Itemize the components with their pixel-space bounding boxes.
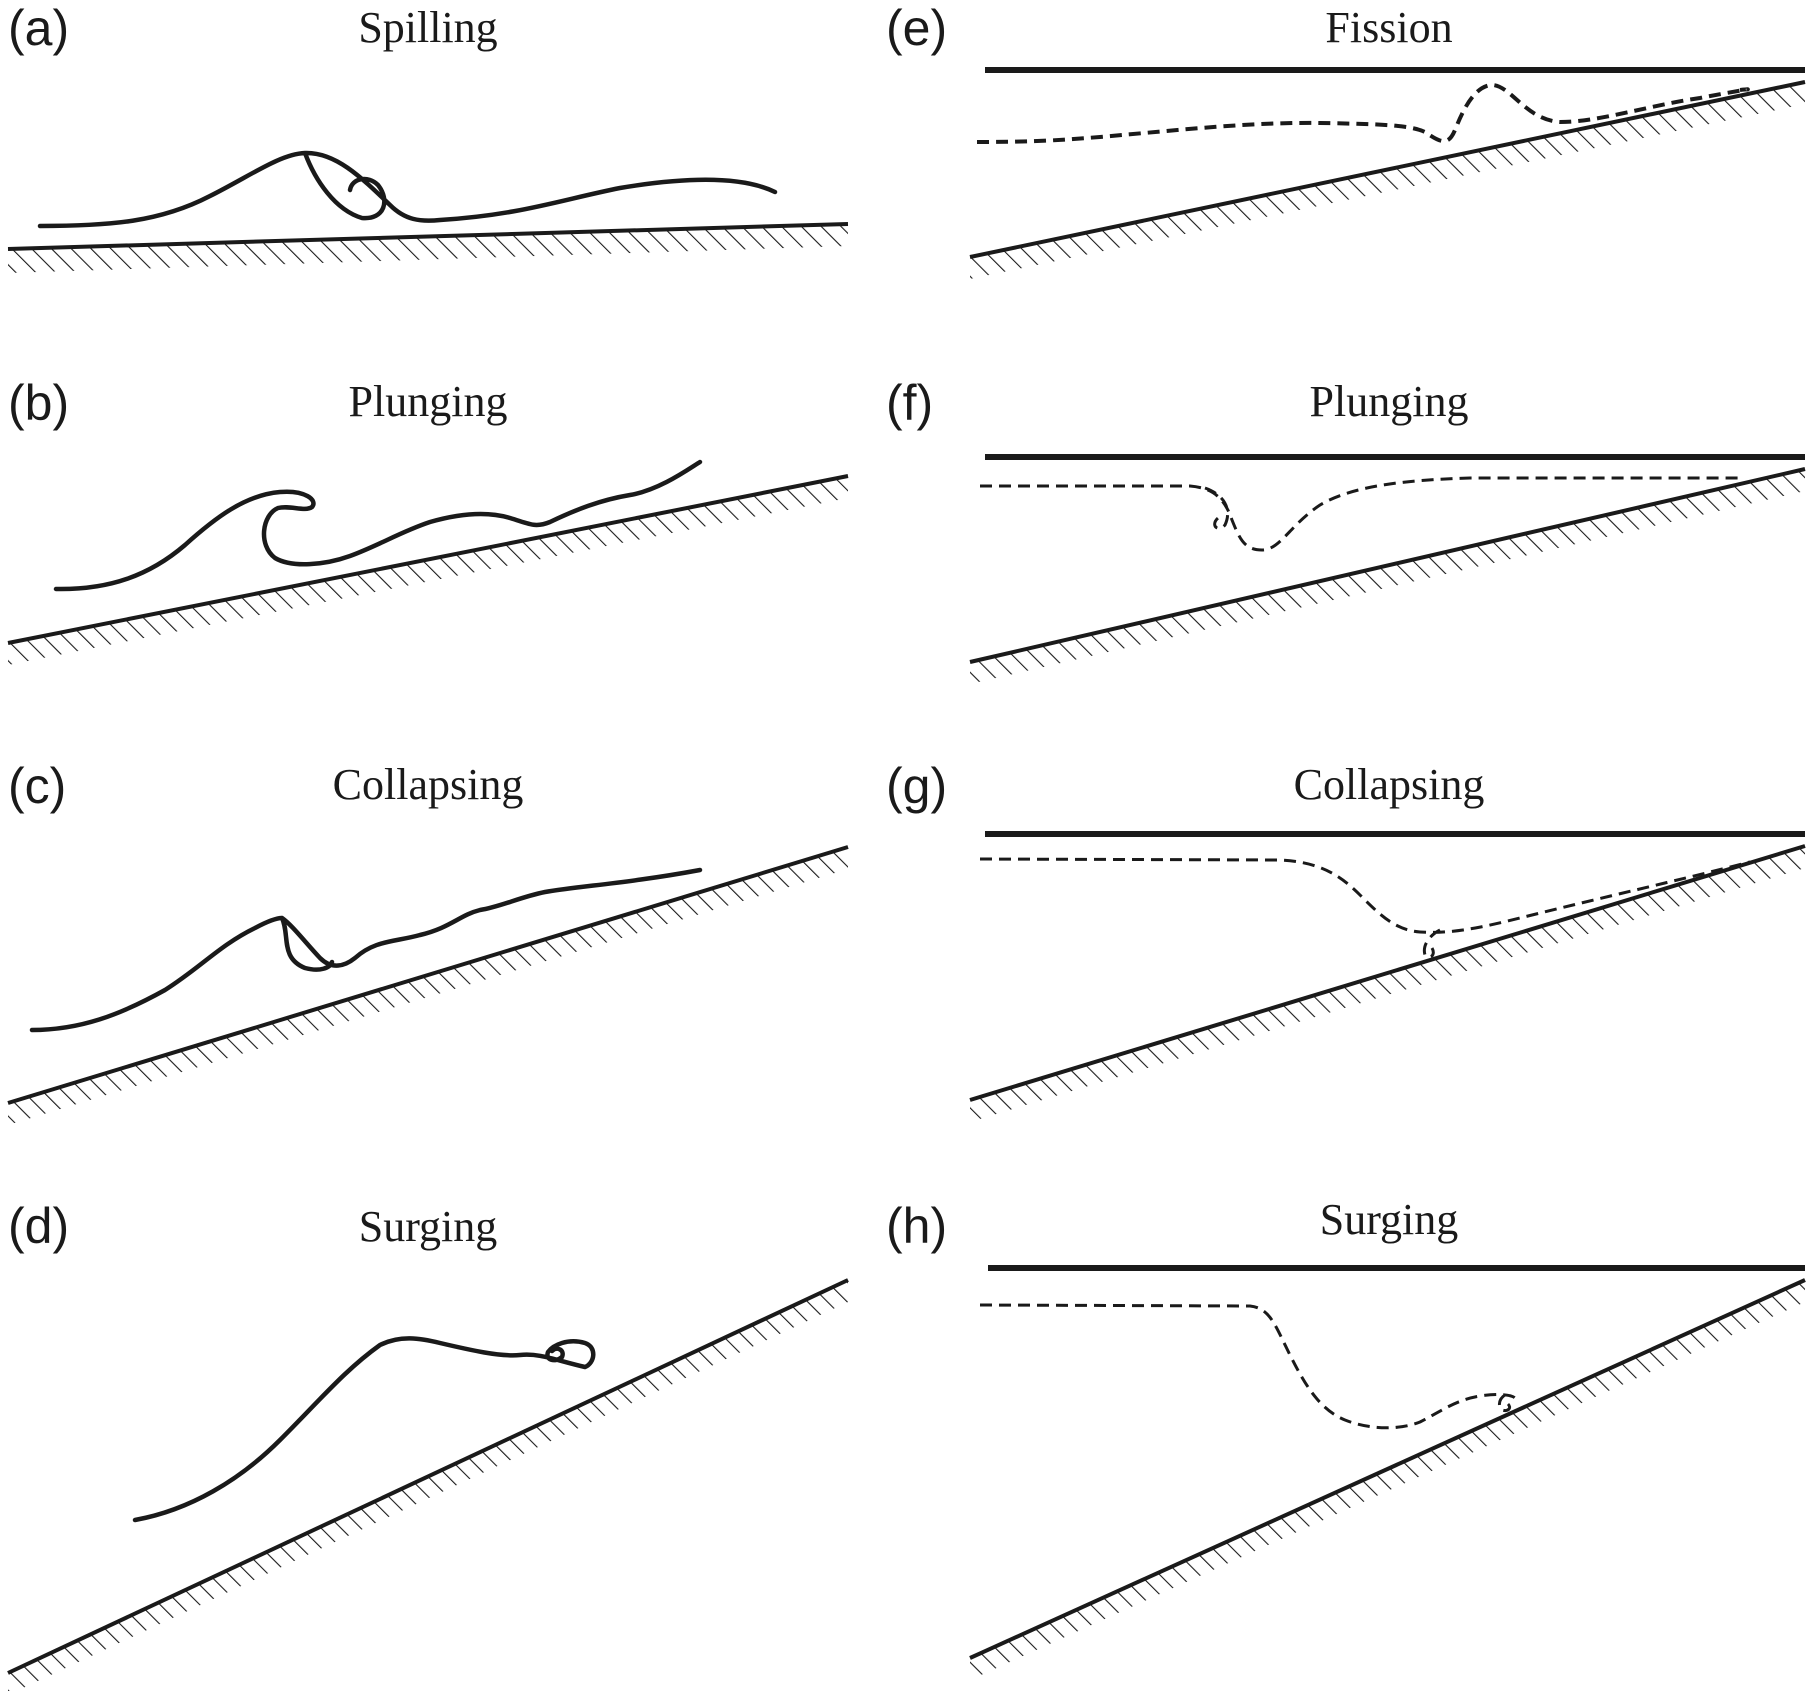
- panel-title-f: Plunging: [1310, 377, 1469, 426]
- panel-label-f: (f): [886, 375, 933, 431]
- sloped-bed-c: [7, 845, 849, 1125]
- sloped-bed-a: [7, 222, 849, 273]
- wave-profile-h: [979, 1303, 1517, 1430]
- panel-title-e: Fission: [1325, 3, 1452, 52]
- panel-title-c: Collapsing: [333, 760, 524, 809]
- sloped-bed-f: [969, 467, 1806, 684]
- panel-f: (f) Plunging: [886, 375, 1806, 684]
- panel-c: (c) Collapsing: [7, 758, 849, 1125]
- panel-title-g: Collapsing: [1294, 760, 1485, 809]
- panel-title-b: Plunging: [349, 377, 508, 426]
- sloped-bed-b: [7, 474, 849, 665]
- panel-b: (b) Plunging: [7, 375, 849, 665]
- sloped-bed-e: [969, 80, 1806, 279]
- panel-title-d: Surging: [359, 1202, 498, 1251]
- panel-label-h: (h): [886, 1198, 947, 1254]
- panel-title-a: Spilling: [358, 3, 497, 52]
- wave-profile-e: [976, 83, 1750, 144]
- wave-profile-a: [37, 150, 778, 229]
- wave-profile-b: [53, 459, 703, 592]
- panel-title-h: Surging: [1320, 1195, 1459, 1244]
- panel-d: (d) Surging: [7, 1198, 849, 1691]
- panel-label-d: (d): [8, 1198, 69, 1254]
- panel-a: (a) Spilling: [7, 0, 849, 273]
- panel-label-b: (b): [8, 375, 69, 431]
- panel-label-a: (a): [8, 0, 69, 56]
- wave-profile-d: [132, 1336, 596, 1523]
- panel-g: (g) Collapsing: [886, 758, 1806, 1122]
- panel-e: (e) Fission: [886, 0, 1806, 279]
- wave-profile-c: [29, 867, 703, 1033]
- sloped-bed-g: [969, 844, 1806, 1122]
- panel-label-g: (g): [886, 758, 947, 814]
- sloped-bed-h: [969, 1278, 1806, 1680]
- wave-profile-g: [979, 857, 1751, 959]
- panel-label-e: (e): [886, 0, 947, 56]
- wave-profile-f: [980, 476, 1740, 552]
- panel-label-c: (c): [8, 758, 66, 814]
- panel-h: (h) Surging: [886, 1195, 1806, 1680]
- sloped-bed-d: [7, 1278, 849, 1691]
